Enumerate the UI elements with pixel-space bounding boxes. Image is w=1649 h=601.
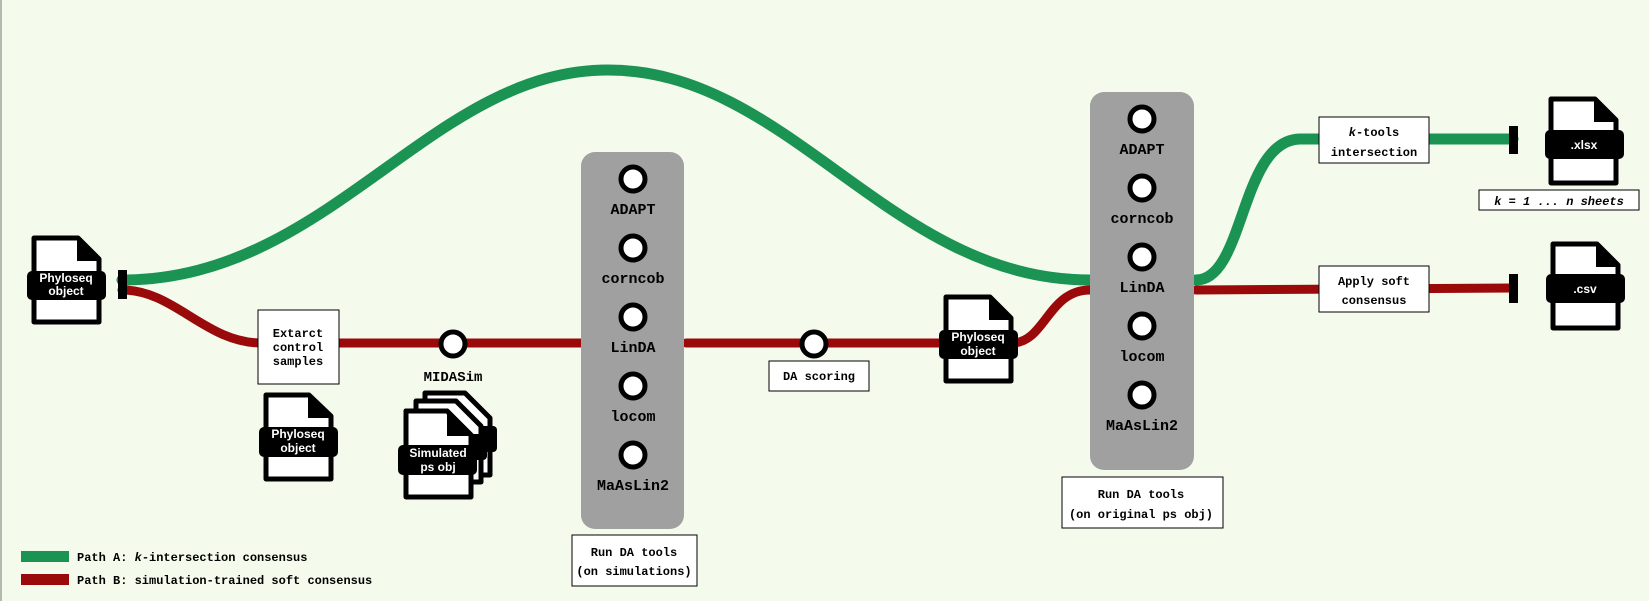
control-file-label-1: Phyloseq [271, 427, 324, 441]
soft-line-2: consensus [1342, 294, 1407, 308]
sim-tool-corncob-station-icon [618, 233, 648, 263]
orig-tool-locom-label: locom [1119, 349, 1164, 366]
da-scoring-label: DA scoring [783, 370, 855, 384]
csv-terminal-bar [1509, 274, 1518, 303]
extract-line-1: Extarct [273, 327, 323, 341]
sheets-label: k = 1 ... n sheets [1494, 195, 1624, 209]
soft-line-1: Apply soft [1338, 275, 1410, 289]
simulated-label-1: Simulated [409, 446, 466, 460]
extract-line-3: samples [273, 355, 323, 369]
sim-tool-adapt-label: ADAPT [610, 202, 655, 219]
da-scoring-box: DA scoring [768, 360, 870, 392]
legend-path-a-prefix: Path A: [77, 551, 135, 565]
scoring-station-icon [799, 329, 829, 359]
path-b-to-simulations [117, 285, 589, 348]
extract-line-2: control [273, 341, 323, 355]
orig-tool-linda-station-icon [1127, 242, 1157, 272]
control-phyloseq-file-icon: Phyloseq object [259, 392, 338, 482]
k-tools-box: k-tools intersection [1318, 116, 1430, 164]
legend-path-b-swatch [21, 574, 69, 585]
k-tools-line-1: k-tools [1349, 126, 1399, 140]
path-b-to-tools [1007, 285, 1095, 348]
k-tools-suffix: -tools [1356, 126, 1399, 140]
path-a [116, 64, 1519, 286]
legend-path-a-label: Path A: k-intersection consensus [77, 551, 307, 565]
orig-tool-maaslin2-label: MaAsLin2 [1106, 418, 1178, 435]
original-tools-panel [1090, 92, 1194, 470]
legend: Path A: k-intersection consensus Path B:… [21, 551, 372, 588]
csv-label: .csv [1573, 282, 1597, 296]
run-orig-line-1: Run DA tools [1098, 488, 1184, 502]
k-tools-k: k [1349, 126, 1357, 140]
simulated-files-stack-icon: Simulated ps obj [398, 390, 497, 500]
source-file-label-2: object [48, 284, 83, 298]
xlsx-file-icon: .xlsx [1545, 96, 1624, 186]
midasim-label: MIDASim [424, 370, 483, 386]
orig-tool-linda-label: LinDA [1119, 280, 1164, 297]
scored-file-label-2: object [960, 344, 995, 358]
scored-phyloseq-file-icon: Phyloseq object [939, 294, 1018, 384]
orig-tool-adapt-label: ADAPT [1119, 142, 1164, 159]
run-sim-line-2: (on simulations) [576, 565, 691, 579]
orig-tool-corncob-station-icon [1127, 173, 1157, 203]
legend-path-b-label: Path B: simulation-trained soft consensu… [77, 574, 372, 588]
k-tools-line-2: intersection [1331, 146, 1417, 160]
orig-tool-adapt-station-icon [1127, 104, 1157, 134]
legend-path-a-swatch [21, 551, 69, 562]
sim-tool-maaslin2-station-icon [618, 440, 648, 470]
orig-tool-locom-station-icon [1127, 311, 1157, 341]
scored-file-label-1: Phyloseq [951, 330, 1004, 344]
control-file-label-2: object [280, 441, 315, 455]
orig-tool-corncob-label: corncob [1110, 211, 1173, 228]
run-orig-box: Run DA tools (on original ps obj) [1061, 476, 1224, 529]
midasim-station-icon [438, 329, 468, 359]
sim-tool-corncob-label: corncob [601, 271, 664, 288]
csv-file-icon: .csv [1546, 241, 1625, 331]
source-file-label-1: Phyloseq [39, 271, 92, 285]
source-phyloseq-file-icon: Phyloseq object [27, 235, 106, 325]
legend-path-a-suffix: -intersection consensus [142, 551, 308, 565]
sim-tool-adapt-station-icon [618, 164, 648, 194]
run-orig-line-2: (on original ps obj) [1069, 508, 1213, 522]
start-terminal-bar [118, 270, 127, 299]
sim-tool-maaslin2-label: MaAsLin2 [597, 478, 669, 495]
run-sim-box: Run DA tools (on simulations) [571, 534, 698, 587]
simulated-label-2: ps obj [420, 460, 455, 474]
path-a-arc [116, 64, 1096, 286]
soft-consensus-box: Apply soft consensus [1318, 265, 1430, 313]
run-sim-line-1: Run DA tools [591, 546, 677, 560]
sim-tool-linda-label: LinDA [610, 340, 655, 357]
orig-tool-maaslin2-station-icon [1127, 380, 1157, 410]
extract-control-box: Extarct control samples [257, 309, 340, 385]
sim-tool-locom-station-icon [618, 371, 648, 401]
sim-tool-locom-label: locom [610, 409, 655, 426]
sheets-box: k = 1 ... n sheets [1478, 189, 1640, 211]
path-a-xlsx-branch [1190, 133, 1519, 286]
xlsx-terminal-bar [1509, 126, 1518, 154]
sim-tool-linda-station-icon [618, 302, 648, 332]
legend-path-a-k: k [135, 551, 143, 565]
xlsx-label: .xlsx [1571, 138, 1598, 152]
simulation-tools-panel [581, 152, 684, 529]
